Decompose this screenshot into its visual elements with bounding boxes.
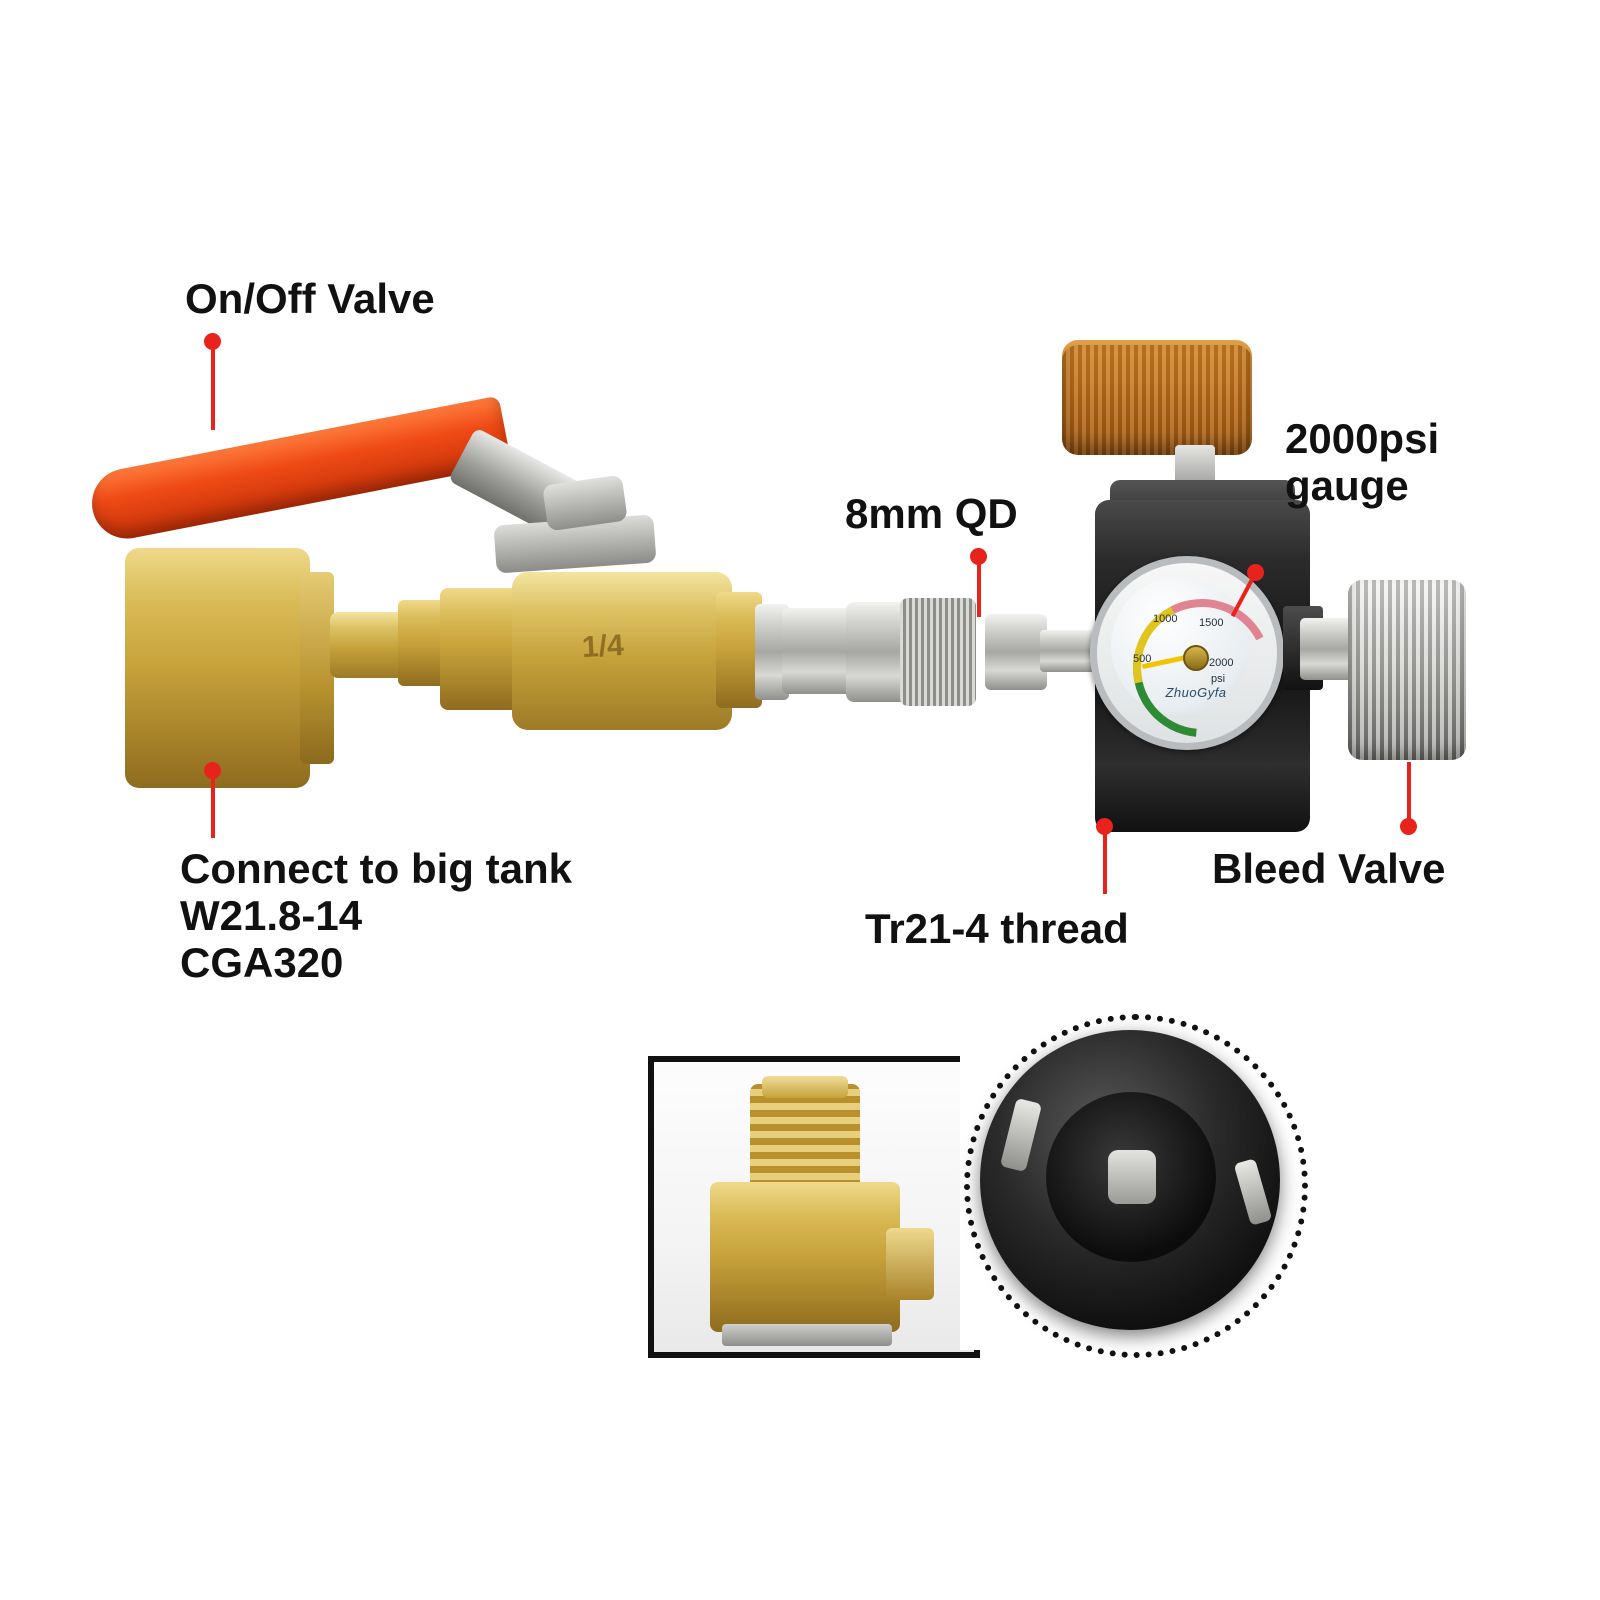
inset-brass-hex [710, 1182, 900, 1332]
inset-cap-dotted-outline [964, 1014, 1308, 1358]
leader-bleed-valve [1407, 762, 1411, 824]
callout-dot-gauge-2000psi [1247, 564, 1264, 581]
gauge-tick-2000: 2000 [1209, 657, 1234, 669]
inset-brass-thread [750, 1084, 860, 1194]
callout-label-connect-big-tank: Connect to big tank W21.8-14 CGA320 [180, 845, 572, 987]
leader-qd-8mm [977, 555, 981, 617]
valve-size-marking: 1/4 [581, 628, 625, 665]
bleed-valve-knob [1348, 580, 1466, 760]
inset-brass-base [722, 1324, 892, 1346]
hex-fitting [985, 614, 1047, 690]
callout-label-bleed-valve: Bleed Valve [1212, 845, 1446, 892]
inset-brass-fitting [648, 1056, 980, 1358]
callout-label-tr21-4-thread: Tr21-4 thread [865, 905, 1129, 952]
callout-label-on-off-valve: On/Off Valve [185, 275, 435, 322]
callout-label-qd-8mm: 8mm QD [845, 490, 1018, 537]
callout-dot-qd-8mm [970, 548, 987, 565]
gauge-unit: psi [1211, 673, 1226, 685]
cga320-nut-face [300, 572, 334, 764]
gauge-tick-1000: 1000 [1153, 613, 1178, 625]
gauge-brand: ZhuoGyfa [1165, 685, 1227, 700]
inset-black-cap [960, 1010, 1308, 1358]
leader-on-off-valve [211, 340, 215, 430]
fill-knob [1062, 345, 1252, 455]
callout-label-gauge-2000psi: 2000psi gauge [1285, 415, 1440, 510]
inset-brass-fitting-photo [654, 1062, 974, 1352]
cga320-nut [125, 548, 310, 788]
compression-ferrule [782, 608, 852, 694]
quick-disconnect-knurl [900, 598, 976, 706]
gauge-hub [1183, 645, 1209, 671]
gauge-face: 500 1000 1500 2000 psi ZhuoGyfa [1104, 570, 1300, 766]
ball-valve-body: 1/4 [512, 572, 732, 730]
ball-valve-inlet [440, 588, 520, 710]
leader-connect-big-tank [211, 770, 215, 838]
inset-brass-thread-top [762, 1076, 848, 1098]
leader-tr21-4-thread [1103, 826, 1107, 894]
callout-dot-on-off-valve [204, 333, 221, 350]
on-off-valve-handle [86, 395, 512, 545]
callout-dot-bleed-valve [1400, 818, 1417, 835]
ball-valve-outlet [716, 592, 762, 708]
pressure-gauge: 500 1000 1500 2000 psi ZhuoGyfa [1090, 556, 1300, 766]
gauge-tick-1500: 1500 [1199, 617, 1224, 629]
inset-brass-side-port [886, 1228, 934, 1300]
